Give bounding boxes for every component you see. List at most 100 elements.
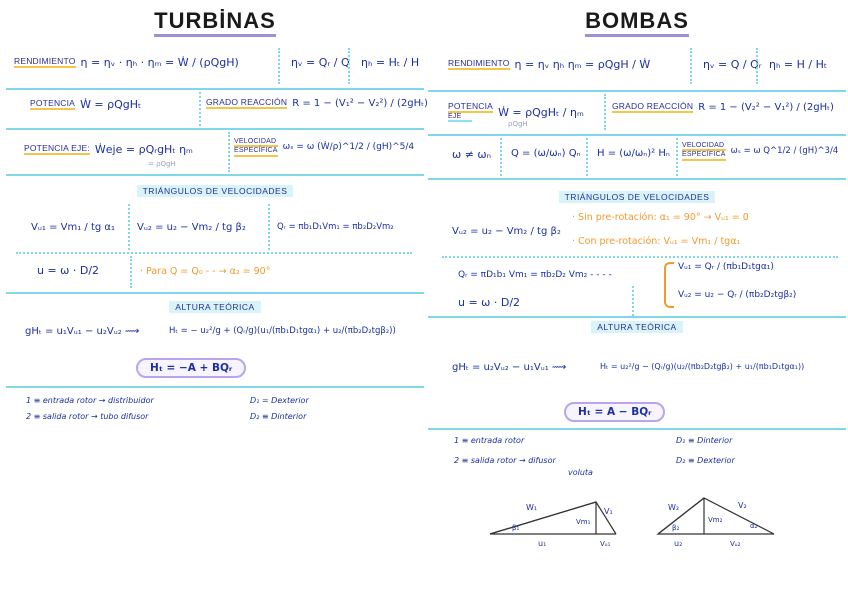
bombas-ht: Hₜ = u₂²/g − (Qᵣ/g)(u₂/(πb₂D₂tgβ₂) + u₁/… [600, 362, 804, 371]
divider [348, 48, 350, 84]
potencia-formula: Ẇ = ρQgHₜ [80, 98, 142, 111]
u1-label: u₁ [538, 539, 546, 548]
bombas-d2: D₂ ≡ Dexterior [676, 456, 735, 465]
potencia-eje-faint: = ρQgH [148, 160, 176, 168]
bombas-title: BOMBAS [428, 8, 846, 37]
divider [632, 286, 634, 316]
vu2-label: Vᵤ₂ [730, 540, 741, 548]
divider [604, 94, 606, 130]
velocidad-label-group: Velocidad específica [682, 142, 726, 161]
v1-label: V₁ [604, 507, 613, 516]
potencia-faint: ρQgH [508, 120, 528, 128]
turbinas-column: TURBİNAS Rendimiento η = ηᵥ · ηₕ · ηₘ = … [6, 0, 428, 599]
band [6, 292, 424, 294]
u-formula: u = ω · D/2 [458, 296, 521, 309]
turbinas-ht-bubble: Hₜ = −A + BQᵣ [136, 358, 247, 378]
velocidad-formula: ωₛ = ω (Ẇ/ρ)^1/2 / (gH)^5/4 [282, 142, 415, 153]
u2-label: u₂ [674, 539, 682, 548]
bombas-omega: ω ≠ ωₙ [452, 148, 491, 161]
turbinas-etav: ηᵥ = Qᵣ / Q [286, 56, 350, 69]
turbinas-triangulos-heading: Triángulos de velocidades [6, 185, 424, 197]
bombas-etah: ηₕ = H / Hₜ [764, 58, 827, 71]
divider [278, 48, 280, 84]
velocidad-label: Velocidad [234, 138, 278, 148]
velocity-triangle-inlet: W₁ V₁ β₁ Vm₁ u₁ Vᵤ₁ [489, 501, 617, 548]
divider [228, 132, 230, 172]
turbinas-altura-heading: Altura teórica [6, 301, 424, 313]
velocidad-label: Velocidad [682, 142, 726, 152]
grado-formula: R = 1 − (V₂² − V₁²) / (2gHₜ) [698, 102, 834, 113]
potencia-formula: Ẇ = ρQgHₜ / ηₘ [498, 105, 584, 119]
brace [664, 262, 674, 308]
rendimiento-label: Rendimiento [14, 56, 76, 68]
potencia-eje-formula: Ẇeje = ρQᵣgHₜ ηₘ [94, 143, 193, 156]
divider [676, 138, 678, 176]
ht-formula: Hₜ = − u₂²/g + (Qᵣ/g)(u₁/(πb₁D₁tgα₁) + u… [169, 326, 396, 336]
bombas-vu2b: Vᵤ₂ = u₂ − Qᵣ / (πb₂D₂tgβ₂) [678, 290, 796, 300]
band [428, 316, 846, 318]
eta-h-formula: ηₕ = H / Hₜ [769, 58, 828, 71]
rendimiento-formula: η = ηᵥ · ηₕ · ηₘ = Ẇ / (ρQgH) [80, 56, 239, 69]
divider [756, 48, 758, 84]
bombas-u: u = ω · D/2 [458, 296, 520, 309]
bombas-rendimiento-row: Rendimiento η = ηᵥ ηₕ ηₘ = ρQgH / Ẇ [448, 58, 650, 71]
vu2-formula: Vᵤ₂ = u₂ − Vm₂ / tg β₂ [452, 226, 561, 237]
potencia-label-group: Potencia eje [448, 102, 494, 123]
especifica-label: específica [234, 147, 278, 157]
vm1-label: Vm₁ [576, 518, 591, 526]
bombas-vu2: Vᵤ₂ = u₂ − Vm₂ / tg β₂ [452, 226, 561, 237]
turbinas-ght: gHₜ = u₁Vᵤ₁ − u₂Vᵤ₂ ⟿ [20, 326, 139, 337]
divider [500, 138, 502, 176]
turbinas-u: u = ω · D/2 [32, 264, 99, 277]
rendimiento-label: Rendimiento [448, 58, 510, 70]
bombas-triangulos-heading: Triángulos de velocidades [428, 191, 846, 203]
qr-formula: Qᵣ = πD₁b₁ Vm₁ = πb₂D₂ Vm₂ - - - - [458, 270, 612, 280]
band [428, 90, 846, 92]
velocidad-formula: ωₛ = ω Q^1/2 / (gH)^3/4 [730, 146, 839, 157]
rendimiento-formula: η = ηᵥ ηₕ ηₘ = ρQgH / Ẇ [514, 58, 651, 71]
vu1-label: Vᵤ₁ [600, 540, 611, 548]
turbinas-etah: ηₕ = Hₜ / H [356, 56, 419, 69]
ht-formula: Hₜ = u₂²/g − (Qᵣ/g)(u₂/(πb₂D₂tgβ₂) + u₁/… [600, 362, 805, 371]
bombas-note-2: 2 ≡ salida rotor → difusor [454, 456, 556, 465]
turbinas-grado-row: Grado reacción R = 1 − (V₁² − V₂²) / (2g… [206, 98, 428, 109]
bombas-qr: Qᵣ = πD₁b₁ Vm₁ = πb₂D₂ Vm₂ - - - - [458, 270, 612, 280]
turbinas-eje-row: Potencia eje: Ẇeje = ρQᵣgHₜ ηₘ [24, 143, 193, 156]
v2-label: V₂ [738, 501, 747, 510]
grado-label: Grado reacción [612, 101, 694, 113]
turbinas-potencia-row: Potencia Ẇ = ρQgHₜ [30, 98, 141, 111]
turbinas-note-1: 1 ≡ entrada rotor → distribuidor [26, 396, 154, 405]
bombas-note-2b: voluta [568, 468, 593, 477]
band [428, 428, 846, 430]
beta1-label: β₁ [512, 524, 519, 532]
band [6, 88, 424, 90]
divider [130, 256, 132, 288]
velocity-triangle-outlet: W₂ V₂ β₂ Vm₂ α₂ u₂ Vᵤ₂ [656, 497, 775, 548]
bombas-con: · Con pre-rotación: Vᵤ₁ = Vm₁ / tgα₁ [572, 236, 741, 247]
grado-formula: R = 1 − (V₁² − V₂²) / (2gHₜ) [292, 98, 428, 109]
band [6, 128, 424, 130]
eje-label: eje [448, 113, 472, 123]
divider [690, 48, 692, 84]
bombas-column: BOMBAS Rendimiento η = ηᵥ ηₕ ηₘ = ρQgH /… [428, 0, 846, 599]
w1-label: W₁ [526, 503, 537, 512]
divider [586, 138, 588, 176]
bombas-velocidad-row: Velocidad específica ωₛ = ω Q^1/2 / (gH)… [682, 142, 838, 161]
bombas-ght: gHₜ = u₂Vᵤ₂ − u₁Vᵤ₁ ⟿ [452, 362, 566, 373]
turbinas-velocidad-row: Velocidad específica ωₛ = ω (Ẇ/ρ)^1/2 / … [234, 138, 414, 157]
turbinas-ht: Hₜ = − u₂²/g + (Qᵣ/g)(u₁/(πb₁D₁tgα₁) + u… [164, 326, 396, 336]
bombas-d1: D₁ ≡ Dinterior [676, 436, 733, 445]
v1-vector [595, 501, 617, 535]
h-formula: H = (ω/ωₙ)² Hₙ [597, 148, 670, 159]
q-formula: Q = (ω/ωₙ) Qₙ [511, 148, 581, 159]
vm2-label: Vm₂ [708, 516, 723, 524]
vu1b-formula: Vᵤ₁ = Qᵣ / (πb₁D₁tgα₁) [678, 262, 774, 272]
turbinas-qr: Qᵣ = πb₁D₁Vm₁ = πb₂D₂Vm₂ [272, 222, 394, 232]
bombas-q: Q = (ω/ωₙ) Qₙ [506, 148, 581, 159]
turbinas-para: · Para Q = Q₀ - - → α₂ = 90° [140, 266, 271, 277]
bombas-sin: · Sin pre-rotación: α₁ = 90° → Vᵤ₁ = 0 [572, 212, 749, 223]
vu2-formula: Vᵤ₂ = u₂ − Vm₂ / tg β₂ [137, 222, 246, 233]
ght-formula: gHₜ = u₂Vᵤ₂ − u₁Vᵤ₁ ⟿ [452, 362, 567, 373]
turbinas-d1: D₁ = Dexterior [250, 396, 309, 405]
bombas-h: H = (ω/ωₙ)² Hₙ [592, 148, 670, 159]
